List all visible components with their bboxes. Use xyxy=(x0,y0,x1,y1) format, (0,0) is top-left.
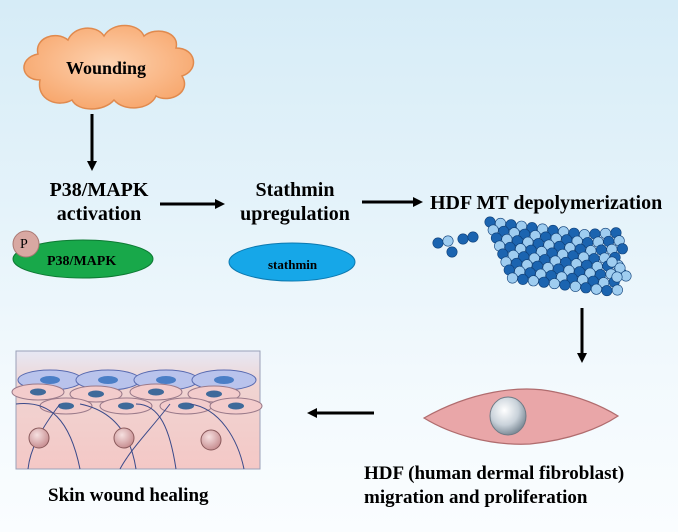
tubulin-bead xyxy=(446,246,458,258)
tubulin-bead xyxy=(517,273,529,285)
hdf-line2: migration and proliferation xyxy=(364,487,588,508)
tubulin-bead xyxy=(432,237,444,249)
tubulin-bead xyxy=(467,231,479,243)
p38-protein-label: P38/MAPK xyxy=(47,254,117,269)
p38-activation-label: P38/MAPK activation xyxy=(24,178,174,226)
phospho-label: P xyxy=(20,237,28,252)
stathmin-upregulation-line1: Stathmin xyxy=(255,179,335,201)
stathmin-oval xyxy=(228,242,356,282)
tubulin-bead xyxy=(616,243,628,255)
skin-cell-nucleus xyxy=(30,388,46,396)
tubulin-bead xyxy=(457,233,469,245)
skin-cell-nucleus xyxy=(178,402,194,410)
tubulin-bead xyxy=(569,280,581,292)
skin-cell-nucleus xyxy=(214,376,234,384)
skin-cell-nucleus xyxy=(40,376,60,384)
tubulin-bead xyxy=(548,278,560,290)
stathmin-protein-label: stathmin xyxy=(268,257,318,272)
tubulin-bead xyxy=(580,282,592,294)
tubulin-bead xyxy=(538,276,550,288)
hdf-line1: HDF (human dermal fibroblast) xyxy=(364,463,625,484)
wounding-cloud xyxy=(23,24,195,110)
p38-oval xyxy=(12,239,154,279)
fibroblast-cell xyxy=(422,388,620,445)
tubulin-bead xyxy=(611,271,623,283)
phospho-circle xyxy=(12,230,40,258)
skin-cell-nucleus xyxy=(148,388,164,396)
tubulin-bead xyxy=(590,283,602,295)
stathmin-upregulation-label: Stathmin upregulation xyxy=(225,178,365,226)
microtubule-lattice xyxy=(432,216,632,297)
hdf-label: HDF (human dermal fibroblast) migration … xyxy=(364,462,624,510)
skin-cell-nucleus xyxy=(58,402,74,410)
skin-cell-nucleus xyxy=(156,376,176,384)
fibroblast-nucleus xyxy=(489,396,527,436)
skin-wound-healing-label: Skin wound healing xyxy=(48,485,209,506)
tubulin-bead xyxy=(559,279,571,291)
skin-cell-nucleus xyxy=(88,390,104,398)
tubulin-bead xyxy=(611,284,623,296)
tubulin-bead xyxy=(527,275,539,287)
skin-cell-nucleus xyxy=(228,402,244,410)
depolymerization-label: HDF MT depolymerization xyxy=(430,192,663,214)
skin-cell-nucleus xyxy=(118,402,134,410)
skin-cell-nucleus xyxy=(98,376,118,384)
stathmin-upregulation-line2: upregulation xyxy=(240,203,350,225)
tubulin-bead xyxy=(442,235,454,247)
wounding-label: Wounding xyxy=(66,58,147,78)
p38-activation-line1: P38/MAPK xyxy=(49,179,149,201)
tubulin-bead xyxy=(506,272,518,284)
skin-tissue xyxy=(11,350,263,470)
skin-cell-nucleus xyxy=(206,390,222,398)
p38-activation-line2: activation xyxy=(56,203,142,225)
tubulin-bead xyxy=(606,256,618,268)
tubulin-bead xyxy=(601,285,613,297)
